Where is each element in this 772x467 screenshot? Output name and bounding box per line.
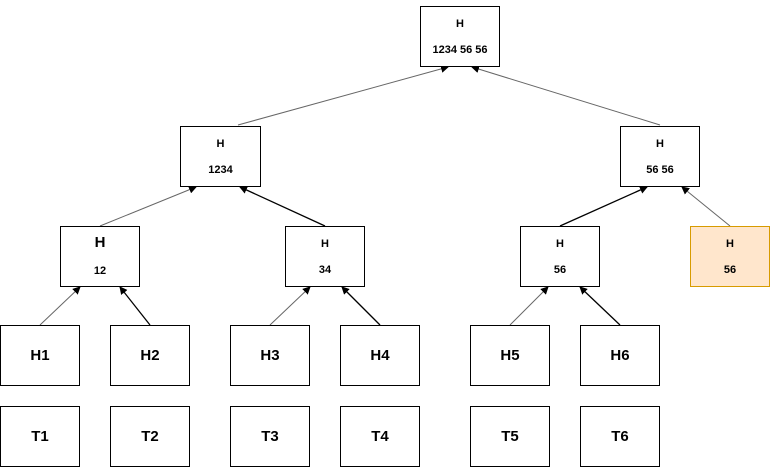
edge-h6-to-56: [579, 286, 621, 326]
leaf-hash-h4: H4: [340, 325, 420, 386]
edge-12-to-1234: [99, 185, 197, 227]
transaction-label: T3: [261, 428, 279, 445]
root-hash-value: 1234 56 56: [432, 44, 488, 56]
transaction-label: T1: [31, 428, 49, 445]
edge-h3-to-34: [269, 286, 311, 326]
edge-56-to-5656: [559, 186, 648, 227]
hash-node-12: H 12: [60, 226, 140, 287]
hash-node-label: H: [656, 138, 664, 150]
hash-node-34: H 34: [285, 226, 365, 287]
hash-node-value: 56: [723, 264, 737, 276]
edge-h1-to-12: [39, 286, 81, 326]
hash-node-5656: H 56 56: [620, 126, 700, 187]
leaf-hash-label: H4: [370, 347, 390, 364]
hash-node-56: H 56: [520, 226, 600, 287]
edge-h2-to-12: [119, 286, 151, 326]
root-hash-node: H 1234 56 56: [420, 6, 500, 67]
hash-node-label: H: [94, 234, 106, 251]
leaf-hash-label: H5: [500, 347, 520, 364]
edge-1234-to-root: [237, 65, 449, 126]
transaction-t6: T6: [580, 406, 660, 467]
leaf-hash-h3: H3: [230, 325, 310, 386]
hash-node-label: H: [216, 138, 225, 150]
edge-h4-to-34: [341, 286, 381, 326]
hash-node-value: 12: [93, 265, 107, 277]
root-hash-label: H: [456, 18, 464, 30]
hash-node-label: H: [321, 238, 329, 250]
transaction-label: T6: [611, 428, 629, 445]
hash-node-label: H: [726, 238, 734, 250]
transaction-label: T5: [501, 428, 519, 445]
transaction-t4: T4: [340, 406, 420, 467]
edge-h5-to-56: [509, 286, 549, 326]
transaction-label: T4: [371, 428, 389, 445]
leaf-hash-label: H2: [140, 347, 160, 364]
leaf-hash-label: H3: [260, 347, 280, 364]
leaf-hash-h1: H1: [0, 325, 80, 386]
edge-34-to-1234: [239, 186, 326, 227]
leaf-hash-h5: H5: [470, 325, 550, 386]
transaction-t1: T1: [0, 406, 80, 467]
leaf-hash-label: H6: [610, 347, 630, 364]
hash-node-value: 34: [318, 264, 332, 276]
hash-node-label: H: [556, 238, 564, 250]
transaction-t5: T5: [470, 406, 550, 467]
hash-node-value: 56: [553, 264, 567, 276]
leaf-hash-label: H1: [30, 347, 50, 364]
leaf-hash-h2: H2: [110, 325, 190, 386]
hash-node-value: 1234: [208, 164, 233, 176]
transaction-label: T2: [141, 428, 159, 445]
leaf-hash-h6: H6: [580, 325, 660, 386]
transaction-t2: T2: [110, 406, 190, 467]
edge-56dup-to-5656: [681, 186, 731, 227]
edge-5656-to-root: [471, 65, 661, 126]
hash-node-1234: H 1234: [180, 126, 261, 187]
hash-node-value: 56 56: [646, 164, 674, 176]
transaction-t3: T3: [230, 406, 310, 467]
duplicated-hash-node-56: H 56: [690, 226, 770, 287]
